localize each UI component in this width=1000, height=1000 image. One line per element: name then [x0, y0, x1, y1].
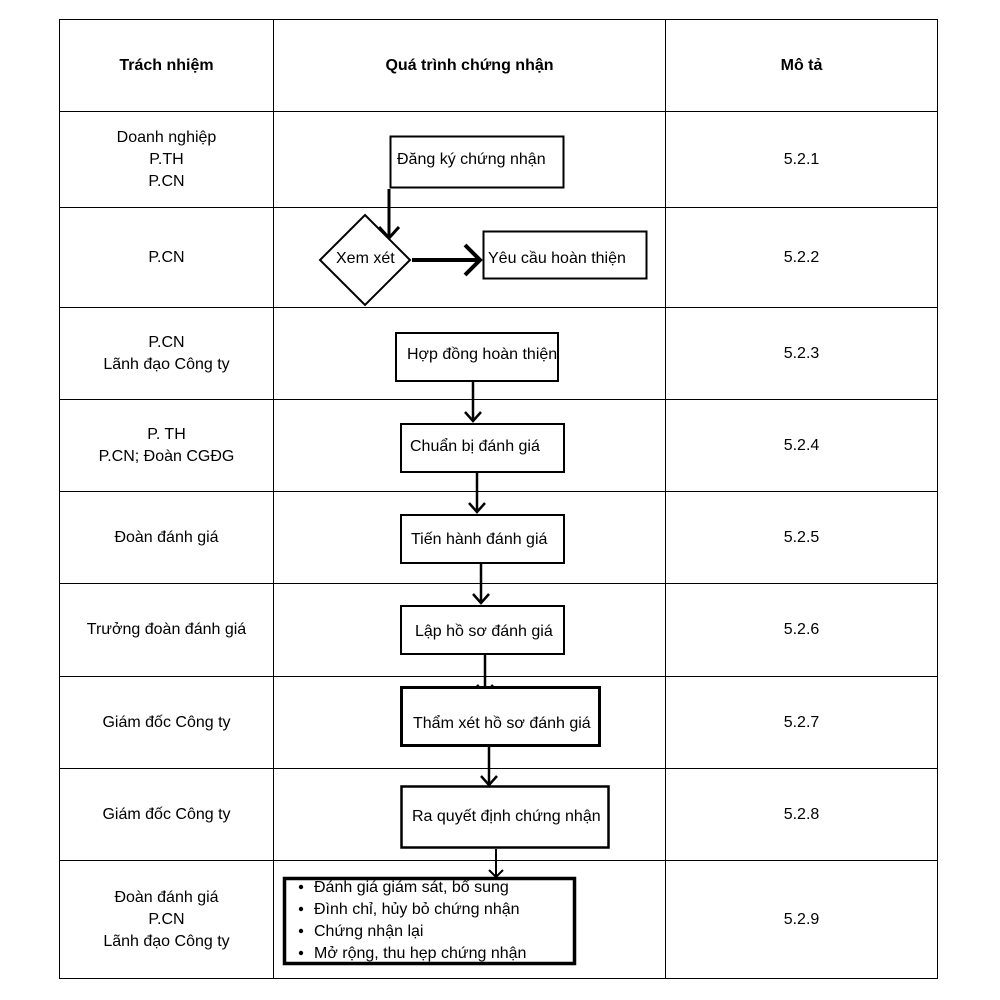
process-cell [273, 207, 666, 308]
responsibility-line: Đoàn đánh giá [114, 888, 219, 906]
description-cell: 5.2.9 [665, 860, 938, 979]
responsibility-cell: Giám đốc Công ty [59, 768, 274, 861]
process-cell [273, 676, 666, 769]
responsibility-cell: Giám đốc Công ty [59, 676, 274, 769]
responsibility-cell: Doanh nghiệp P.TH P.CN [59, 111, 274, 208]
table-row: P.CN Lãnh đạo Công ty 5.2.3 [59, 307, 938, 400]
description-cell: 5.2.4 [665, 399, 938, 492]
process-cell [273, 399, 666, 492]
process-cell [273, 768, 666, 861]
responsibility-cell: P.CN [59, 207, 274, 308]
responsibility-line: Giám đốc Công ty [102, 805, 231, 823]
responsibility-line: P.TH [149, 150, 184, 168]
responsibility-line: P.CN [148, 333, 185, 351]
responsibility-cell: Trưởng đoàn đánh giá [59, 583, 274, 677]
table-row: P. TH P.CN; Đoàn CGĐG 5.2.4 [59, 399, 938, 492]
responsibility-line: Trưởng đoàn đánh giá [86, 621, 247, 638]
description-cell: 5.2.6 [665, 583, 938, 677]
responsibility-line: P.CN [148, 910, 185, 928]
description-cell: 5.2.5 [665, 491, 938, 584]
responsibility-cell: Đoàn đánh giá [59, 491, 274, 584]
responsibility-line: Lãnh đạo Công ty [103, 932, 230, 950]
process-cell [273, 111, 666, 208]
header-responsibility: Trách nhiệm [59, 19, 274, 112]
table-row: Doanh nghiệp P.TH P.CN 5.2.1 [59, 111, 938, 208]
table-row: Giám đốc Công ty 5.2.7 [59, 676, 938, 769]
responsibility-line: P.CN [148, 172, 185, 190]
process-table: Trách nhiệm Quá trình chứng nhận Mô tả D… [59, 19, 938, 979]
process-cell [273, 583, 666, 677]
table-row: Trưởng đoàn đánh giá 5.2.6 [59, 583, 938, 677]
responsibility-line: P. TH [147, 425, 186, 443]
description-cell: 5.2.2 [665, 207, 938, 308]
table-row: Đoàn đánh giá 5.2.5 [59, 491, 938, 584]
process-cell [273, 860, 666, 979]
description-cell: 5.2.1 [665, 111, 938, 208]
description-cell: 5.2.8 [665, 768, 938, 861]
responsibility-line: P.CN [148, 248, 185, 266]
process-cell [273, 491, 666, 584]
table-row: Giám đốc Công ty 5.2.8 [59, 768, 938, 861]
responsibility-cell: P.CN Lãnh đạo Công ty [59, 307, 274, 400]
description-cell: 5.2.3 [665, 307, 938, 400]
responsibility-line: P.CN; Đoàn CGĐG [98, 447, 235, 465]
responsibility-line: Doanh nghiệp [116, 128, 217, 146]
responsibility-line: Đoàn đánh giá [114, 528, 219, 546]
table-row: P.CN 5.2.2 [59, 207, 938, 308]
table-row: Đoàn đánh giá P.CN Lãnh đạo Công ty 5.2.… [59, 860, 938, 979]
responsibility-cell: Đoàn đánh giá P.CN Lãnh đạo Công ty [59, 860, 274, 979]
header-process: Quá trình chứng nhận [273, 19, 666, 112]
responsibility-line: Lãnh đạo Công ty [103, 355, 230, 373]
responsibility-line: Giám đốc Công ty [102, 713, 231, 731]
description-cell: 5.2.7 [665, 676, 938, 769]
header-description: Mô tả [665, 19, 938, 112]
header-row: Trách nhiệm Quá trình chứng nhận Mô tả [59, 19, 938, 112]
responsibility-cell: P. TH P.CN; Đoàn CGĐG [59, 399, 274, 492]
process-cell [273, 307, 666, 400]
